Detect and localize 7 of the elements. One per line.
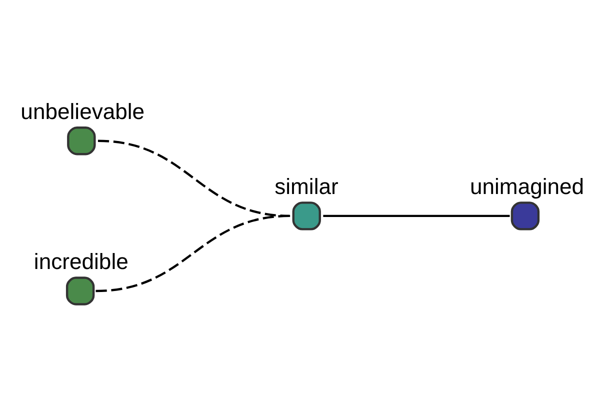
connector <box>323 214 510 217</box>
node-label: similar <box>274 173 338 198</box>
connector <box>96 214 290 292</box>
node-label: unimagined <box>470 173 584 198</box>
node-label: incredible <box>34 248 128 274</box>
node-label: unbelievable <box>20 98 145 124</box>
connector <box>98 139 290 217</box>
